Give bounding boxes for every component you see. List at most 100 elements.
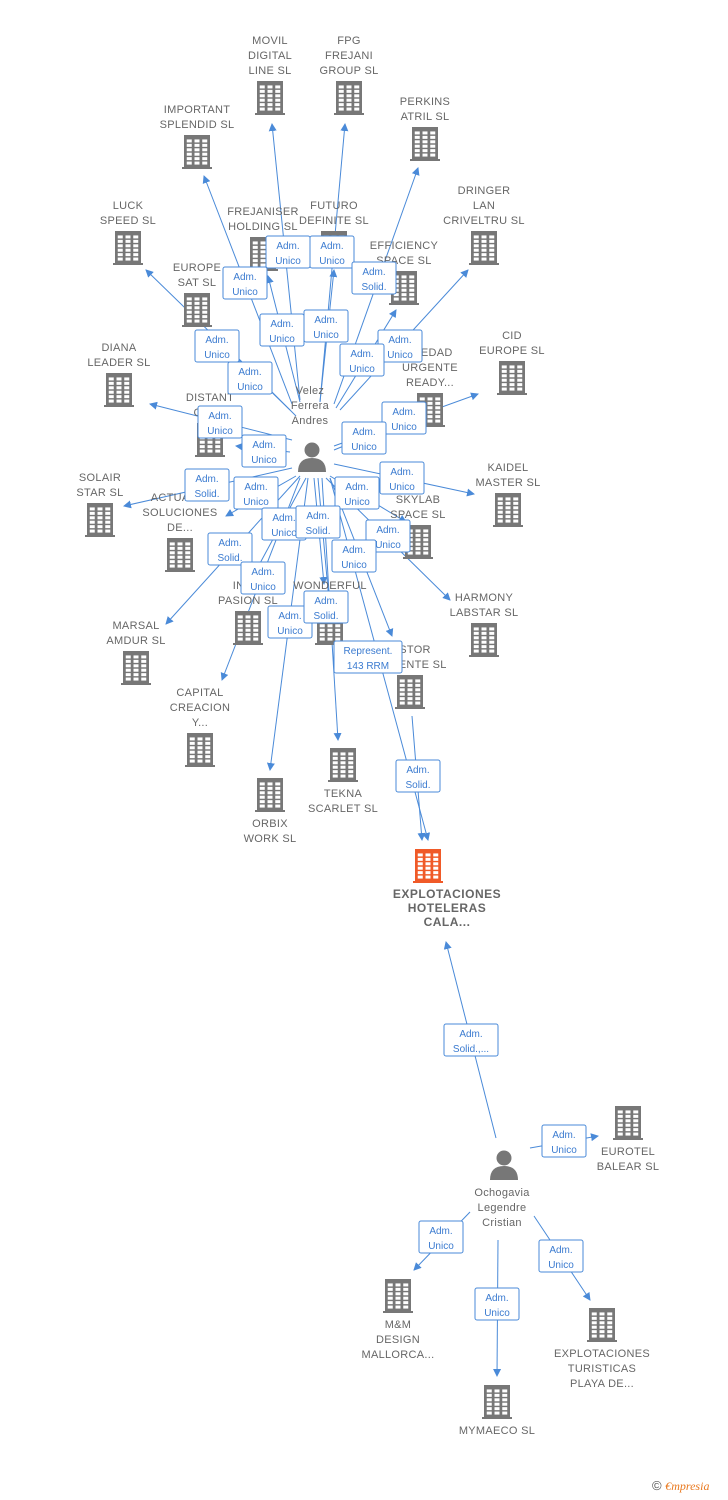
relation-label-text: Unico <box>237 382 263 393</box>
relation-label[interactable]: Adm.Unico <box>334 476 380 510</box>
relation-label[interactable]: Adm.Unico <box>474 1287 520 1321</box>
relation-label-box[interactable] <box>365 519 411 553</box>
relation-label-box[interactable] <box>207 532 253 566</box>
relation-label-box[interactable] <box>333 640 403 674</box>
relation-label-box[interactable] <box>309 235 355 269</box>
relation-label-text: Unico <box>375 540 401 551</box>
relation-label[interactable]: Adm.Solid. <box>303 590 349 624</box>
relation-label[interactable]: Adm.Solid. <box>295 505 341 539</box>
relation-label[interactable]: Adm.Unico <box>541 1124 587 1158</box>
relation-label-box[interactable] <box>538 1239 584 1273</box>
relation-label[interactable]: Adm.Solid. <box>207 532 253 566</box>
building-icon <box>233 611 263 645</box>
relation-label-box[interactable] <box>241 434 287 468</box>
relation-label-text: Unico <box>389 482 415 493</box>
relation-label-box[interactable] <box>339 343 385 377</box>
company-node[interactable]: M&MDESIGNMALLORCA... <box>362 1279 435 1361</box>
main-company-node[interactable]: EXPLOTACIONESHOTELERASCALA... <box>393 849 501 929</box>
relation-label[interactable]: Adm.Unico <box>265 235 311 269</box>
relation-label-box[interactable] <box>295 505 341 539</box>
relation-label-text: Unico <box>232 287 258 298</box>
relation-label[interactable]: Adm.Unico <box>418 1220 464 1254</box>
relation-label-text: Solid. <box>305 526 330 537</box>
relation-label[interactable]: Adm.Unico <box>309 235 355 269</box>
relation-label-text: Adm. <box>208 411 231 422</box>
company-name: M&M <box>385 1319 412 1331</box>
relation-label-box[interactable] <box>194 329 240 363</box>
company-node[interactable]: ACTUALI...SOLUCIONESDE... <box>142 492 217 572</box>
company-node[interactable]: ING...PASION SL <box>218 580 278 645</box>
relation-label[interactable]: Adm.Unico <box>259 313 305 347</box>
relation-label[interactable]: Adm.Unico <box>240 561 286 595</box>
company-name: DE... <box>167 522 193 534</box>
relation-label[interactable]: Adm.Unico <box>379 461 425 495</box>
empresia-logo[interactable]: €mpresia <box>665 1479 710 1493</box>
relation-label[interactable]: Adm.Unico <box>331 539 377 573</box>
relation-label-box[interactable] <box>303 590 349 624</box>
relation-label-box[interactable] <box>379 461 425 495</box>
company-node[interactable]: MYMAECO SL <box>459 1385 535 1437</box>
relation-label[interactable]: Adm.Unico <box>538 1239 584 1273</box>
relation-label-box[interactable] <box>197 405 243 439</box>
relation-label[interactable]: Adm.Solid. <box>395 759 441 793</box>
relation-label[interactable]: Represent.143 RRM <box>333 640 403 674</box>
relation-label-box[interactable] <box>233 476 279 510</box>
relation-label[interactable]: Adm.Unico <box>227 361 273 395</box>
relation-label-box[interactable] <box>351 261 397 295</box>
relation-label-box[interactable] <box>240 561 286 595</box>
relation-label-box[interactable] <box>395 759 441 793</box>
relation-label-box[interactable] <box>341 421 387 455</box>
relation-label[interactable]: Adm.Unico <box>197 405 243 439</box>
relation-label[interactable]: Adm.Unico <box>381 401 427 435</box>
relation-label-box[interactable] <box>541 1124 587 1158</box>
relation-label-box[interactable] <box>443 1023 499 1057</box>
relation-label-box[interactable] <box>334 476 380 510</box>
relation-label-box[interactable] <box>184 468 230 502</box>
company-node[interactable]: CAPITALCREACIONY... <box>170 687 230 767</box>
relation-label-text: Unico <box>271 528 297 539</box>
relation-label-box[interactable] <box>474 1287 520 1321</box>
relation-label-box[interactable] <box>418 1220 464 1254</box>
relation-label-box[interactable] <box>222 266 268 300</box>
relation-label[interactable]: Adm.Solid. <box>184 468 230 502</box>
relation-edge <box>317 477 334 613</box>
relation-label-box[interactable] <box>381 401 427 435</box>
relation-label[interactable]: Adm.Solid. <box>351 261 397 295</box>
relation-label[interactable]: Adm.Solid.,... <box>443 1023 499 1057</box>
relation-label[interactable]: Adm.Unico <box>339 343 385 377</box>
relation-label[interactable]: Adm.Unico <box>241 434 287 468</box>
relation-label[interactable]: Adm.Unico <box>267 605 313 639</box>
relation-label[interactable]: Adm.Unico <box>377 329 423 363</box>
company-name: FREJANISER <box>227 206 298 218</box>
relation-label[interactable]: Adm.Unico <box>222 266 268 300</box>
relation-label[interactable]: Adm.Unico <box>194 329 240 363</box>
relation-label-text: Solid. <box>194 489 219 500</box>
relation-label[interactable]: Adm.Unico <box>303 309 349 343</box>
relation-label[interactable]: Adm.Unico <box>233 476 279 510</box>
relation-label[interactable]: Adm.Unico <box>341 421 387 455</box>
relation-label-box[interactable] <box>303 309 349 343</box>
relation-label-box[interactable] <box>331 539 377 573</box>
relation-label[interactable]: Adm.Unico <box>365 519 411 553</box>
relation-label-box[interactable] <box>227 361 273 395</box>
